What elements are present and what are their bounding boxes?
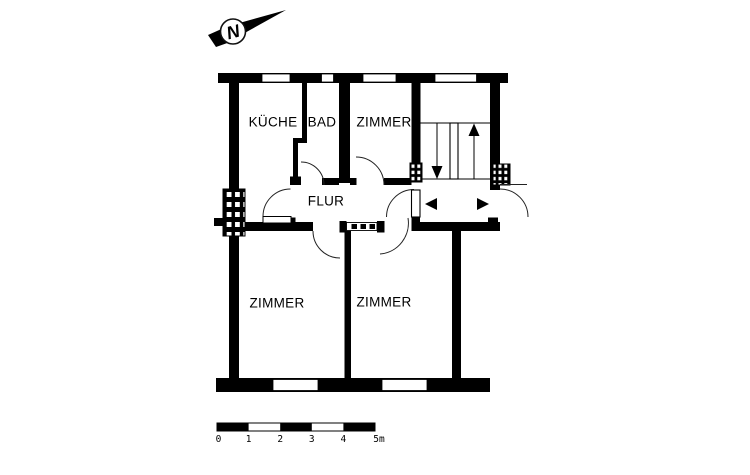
door-arc-room-bottom-middle bbox=[379, 217, 409, 255]
door-arcs bbox=[262, 156, 529, 259]
door-arc-bad bbox=[300, 161, 325, 186]
scale-tick-4: 4 bbox=[341, 434, 347, 445]
door-hinge-kueche bbox=[289, 217, 296, 222]
window bbox=[434, 73, 477, 83]
door-arc-zimmer-top bbox=[355, 156, 385, 186]
door-strip bbox=[346, 222, 378, 231]
wall-flur-bottom bbox=[229, 222, 313, 231]
door-leaf-kueche bbox=[262, 216, 292, 224]
door-jamb-kueche bbox=[290, 176, 301, 185]
windows-top bbox=[261, 73, 477, 83]
entry-right-arrow-icon bbox=[477, 198, 489, 210]
scale-tick-1: 1 bbox=[246, 434, 252, 445]
wall-stub-left bbox=[214, 218, 229, 226]
scale-tick-2: 2 bbox=[277, 434, 283, 445]
north-arrow-icon: N bbox=[208, 10, 286, 47]
windows-bottom bbox=[272, 379, 428, 391]
scale-tick-5: 5m bbox=[373, 434, 385, 445]
wall-bottom-middle-right bbox=[452, 231, 461, 378]
entry-left-arrow-icon bbox=[425, 198, 437, 210]
wall-kueche-bad-jog bbox=[293, 138, 307, 143]
door-arc-room-bottom-left bbox=[312, 230, 341, 259]
shaft-stair-right bbox=[492, 163, 511, 186]
wall-kueche-bad-lower bbox=[293, 141, 298, 178]
wall-bottom-rooms-divider bbox=[344, 231, 351, 378]
window bbox=[261, 73, 291, 83]
stair-up-arrow-icon bbox=[468, 123, 480, 136]
room-label-zimmer-top: ZIMMER bbox=[356, 114, 412, 130]
wall-bad-bottom bbox=[322, 178, 339, 185]
wall-right bbox=[490, 83, 500, 190]
wall-strip-cap-right bbox=[377, 221, 385, 233]
room-label-zimmer-bottom-middle: ZIMMER bbox=[356, 294, 412, 310]
window bbox=[272, 379, 319, 391]
wall-bad-zimmer bbox=[339, 83, 350, 183]
door-arc-entry-left bbox=[386, 189, 415, 218]
wall-landing-bottom bbox=[411, 222, 500, 231]
wall-zimmer-bottom-b bbox=[384, 178, 412, 185]
shaft-stair-left bbox=[409, 162, 423, 183]
wall-kueche-bad-upper bbox=[302, 83, 307, 140]
stair-down-arrow-icon bbox=[431, 166, 443, 179]
scale-tick-0: 0 bbox=[216, 434, 222, 445]
window bbox=[381, 379, 428, 391]
scale-tick-3: 3 bbox=[309, 434, 315, 445]
stair-core bbox=[449, 122, 459, 180]
wall-bottom bbox=[216, 378, 490, 392]
room-label-zimmer-bottom-left: ZIMMER bbox=[249, 295, 305, 311]
wall-entry-column bbox=[411, 217, 420, 222]
wall-zimmer-bottom-a bbox=[350, 178, 357, 185]
room-label-flur: FLUR bbox=[307, 193, 345, 209]
scale-bar: 0 1 2 3 4 5m bbox=[216, 422, 385, 445]
door-leaf-entry bbox=[410, 189, 421, 218]
wall-strip-cap-left bbox=[339, 221, 347, 233]
room-label-bad: BAD bbox=[307, 114, 337, 130]
interior-walls bbox=[229, 83, 500, 378]
door-arc-entry-right bbox=[499, 188, 529, 218]
shaft-left bbox=[222, 188, 246, 237]
window bbox=[321, 73, 334, 83]
staircase bbox=[420, 122, 490, 180]
door-arc-kueche bbox=[262, 188, 291, 217]
shaft-blocks bbox=[222, 162, 511, 237]
wall-landing-step bbox=[488, 217, 498, 223]
window bbox=[362, 73, 397, 83]
wall-zimmer-stair bbox=[411, 83, 421, 165]
room-label-kueche: KÜCHE bbox=[248, 114, 298, 130]
